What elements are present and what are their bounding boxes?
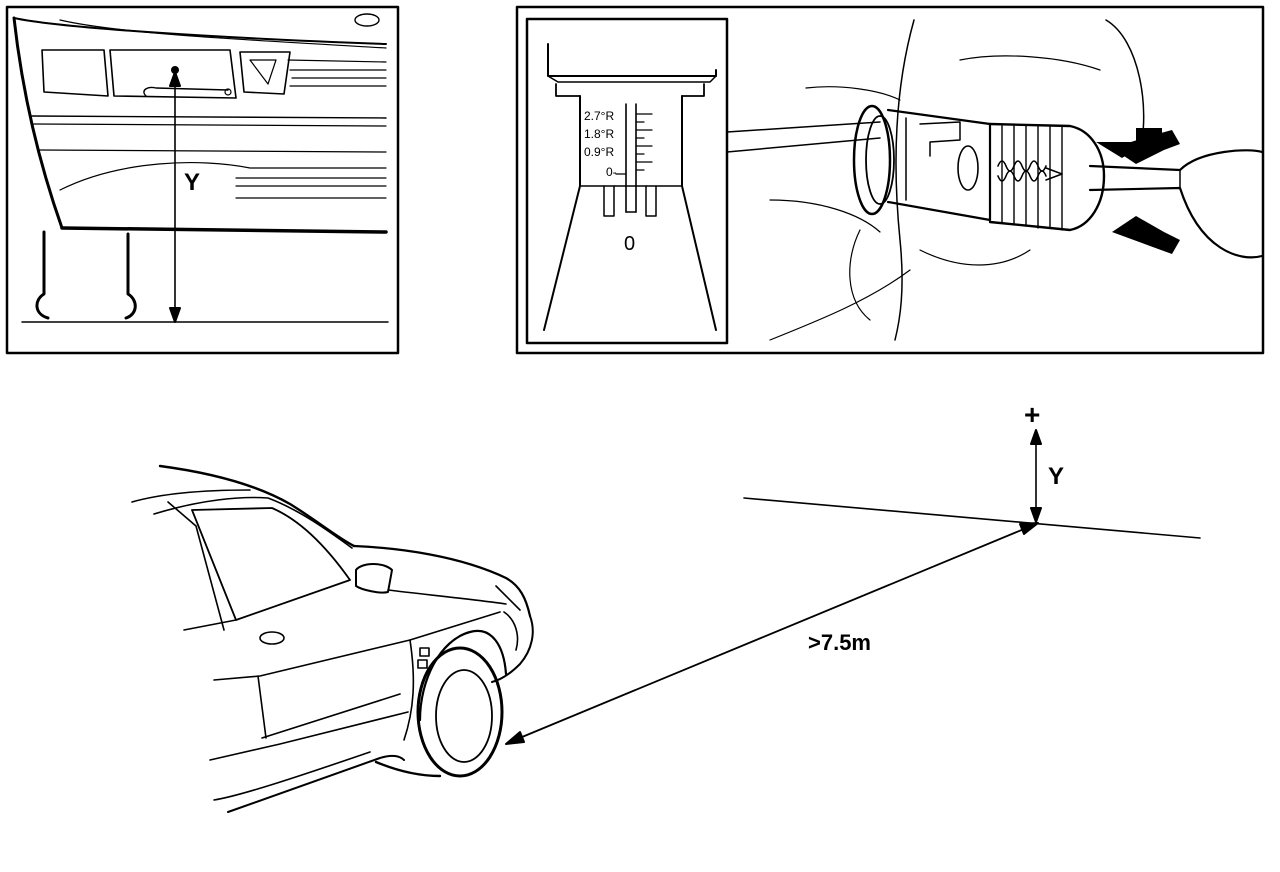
- car-front-illustration: [12, 13, 389, 323]
- panel-adjustment-gauge: 2.7°R 1.8°R 0.9°R 0- 0: [515, 5, 1265, 355]
- height-label: Y: [184, 169, 200, 196]
- adjuster-mechanism: [769, 19, 1264, 341]
- target-height-arrow: [1030, 429, 1042, 523]
- target-cross-mark: +: [1024, 399, 1040, 430]
- target-height-label: Y: [1048, 463, 1064, 490]
- car-side-illustration: [131, 464, 534, 813]
- squeeze-arrows: [1096, 128, 1180, 254]
- scale-label-zero-mark: 0-: [606, 165, 617, 179]
- scale-label-2-7: 2.7°R: [584, 109, 614, 123]
- scale-inset: [525, 17, 729, 345]
- distance-label: >7.5m: [808, 630, 871, 655]
- scale-label-1-8: 1.8°R: [584, 127, 614, 141]
- panel-height-measurement: Y: [5, 5, 400, 355]
- wall-ground-line: [743, 497, 1201, 539]
- scale-zero-label: 0: [624, 233, 635, 255]
- distance-arrow: [505, 522, 1039, 745]
- panel-frame: [515, 5, 1265, 355]
- scale-label-0-9: 0.9°R: [584, 145, 614, 159]
- panel-frame: [5, 5, 400, 355]
- height-dimension-arrow: [169, 66, 181, 323]
